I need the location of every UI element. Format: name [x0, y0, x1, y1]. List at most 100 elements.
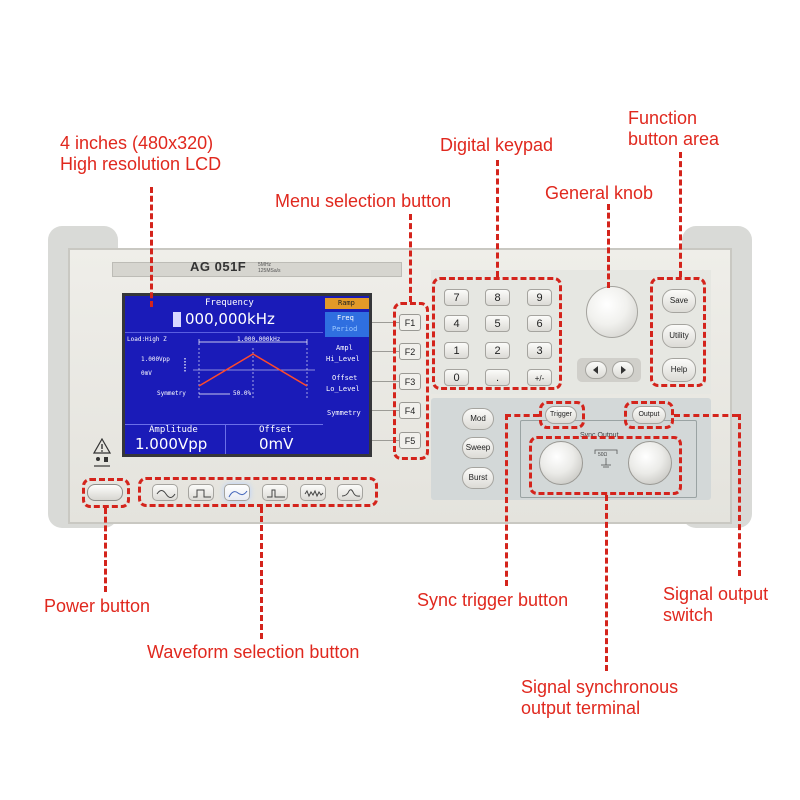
output-terminal[interactable]: [628, 441, 672, 485]
f4-line: [372, 410, 399, 411]
power-button-box: [82, 478, 130, 508]
key-2[interactable]: 2: [485, 342, 510, 359]
lcd-offset-small: 0mV: [141, 370, 152, 377]
keypad-leader: [496, 160, 499, 277]
f2-button[interactable]: F2: [399, 343, 421, 360]
sweep-button[interactable]: Sweep: [462, 437, 494, 459]
key-9[interactable]: 9: [527, 289, 552, 306]
trigger-leader-h: [505, 414, 539, 417]
power-leader: [104, 508, 107, 592]
square-icon: [193, 489, 211, 498]
key-3[interactable]: 3: [527, 342, 552, 359]
key-0[interactable]: 0: [444, 369, 469, 386]
key-6[interactable]: 6: [527, 315, 552, 332]
pulse-icon: [267, 489, 285, 498]
trigger-leader: [505, 414, 508, 586]
model-name: AG 051F: [190, 259, 247, 274]
sync-trigger-label: Sync trigger button: [417, 590, 569, 610]
power-button[interactable]: [87, 484, 123, 501]
sync-terminal[interactable]: [539, 441, 583, 485]
waveform-box: [138, 477, 378, 507]
sync-panel-outline: [520, 420, 697, 498]
model-sub-2: 125MSa/s: [258, 268, 281, 274]
lcd-offset-value: 0mV: [259, 435, 294, 453]
pulse-wave-button[interactable]: [262, 484, 288, 501]
mod-button[interactable]: Mod: [462, 408, 494, 430]
f5-button[interactable]: F5: [399, 432, 421, 449]
key-7[interactable]: 7: [444, 289, 469, 306]
f3-line: [372, 381, 399, 382]
right-arrow-button[interactable]: [612, 361, 634, 379]
lcd-amplitude-value: 1.000Vpp: [135, 435, 208, 453]
model-sub-1: 5MHz: [258, 262, 272, 268]
noise-icon: [304, 489, 324, 498]
lcd-header: Frequency: [205, 298, 254, 308]
sine-wave-button[interactable]: [152, 484, 178, 501]
lcd-divider: [125, 332, 323, 333]
lcd-span: 1.000,000kHz: [237, 336, 281, 343]
output-button[interactable]: Output: [632, 406, 666, 424]
function-area-label-2: button area: [628, 129, 720, 149]
waveform-selection-label: Waveform selection button: [147, 642, 360, 662]
key-8[interactable]: 8: [485, 289, 510, 306]
function-leader: [679, 152, 682, 277]
sync-terminal-label-2: output terminal: [521, 698, 641, 718]
f1-line: [372, 322, 399, 323]
digital-keypad-label: Digital keypad: [440, 135, 554, 155]
lcd-amp-small: 1.000Vpp: [141, 356, 170, 363]
knob-leader: [607, 204, 610, 288]
output-box: [624, 401, 674, 429]
burst-button[interactable]: Burst: [462, 467, 494, 489]
left-arrow-button[interactable]: [585, 361, 607, 379]
f4-button[interactable]: F4: [399, 402, 421, 419]
sync-terminal-label-1: Signal synchronous: [521, 677, 679, 697]
save-button[interactable]: Save: [662, 289, 696, 313]
cursor-block: [173, 312, 181, 327]
arb-wave-button[interactable]: [337, 484, 363, 501]
ramp-wave-button[interactable]: [224, 484, 250, 501]
power-button-label: Power button: [44, 596, 151, 616]
key-5[interactable]: 5: [485, 315, 510, 332]
trigger-button[interactable]: Trigger: [545, 406, 577, 424]
menu-tab-ramp: [325, 298, 369, 309]
lcd-symmetry-value: 50.0%: [233, 390, 252, 397]
menu-period: Period: [332, 325, 358, 333]
trigger-box: [539, 401, 585, 429]
lcd-screen: Frequency 000,000kHz Load:High Z 1.000,0…: [122, 293, 372, 457]
lcd-offset-label: Offset: [259, 425, 292, 435]
key-4[interactable]: 4: [444, 315, 469, 332]
fkeys-box: [393, 302, 429, 460]
menu-offset: Offset: [332, 374, 358, 382]
utility-button[interactable]: Utility: [662, 324, 696, 348]
terminals-box: [529, 436, 682, 495]
signal-output-label-1: Signal output: [663, 584, 769, 604]
lcd-label-1: 4 inches (480x320): [60, 133, 214, 153]
menu-freq-highlight: [325, 312, 369, 337]
ramp-waveform: [184, 339, 315, 398]
output-leader-h: [674, 414, 738, 417]
key-plus-minus[interactable]: +/-: [527, 369, 552, 386]
lcd-load: Load:High Z: [127, 336, 167, 343]
waveform-leader: [260, 507, 263, 639]
square-wave-button[interactable]: [188, 484, 214, 501]
help-button[interactable]: Help: [662, 358, 696, 382]
keypad-box: [432, 277, 562, 390]
terminal-label: Sync Output: [580, 432, 619, 439]
key-dot[interactable]: .: [485, 369, 510, 386]
menu-freq: Freq: [337, 314, 354, 322]
menu-ampl: Ampl: [336, 344, 353, 352]
menu-tab-label: Ramp: [338, 299, 355, 307]
f3-button[interactable]: F3: [399, 373, 421, 390]
key-1[interactable]: 1: [444, 342, 469, 359]
terminal-impedance: 50Ω: [598, 452, 608, 458]
general-knob-label: General knob: [545, 183, 654, 203]
f1-button[interactable]: F1: [399, 314, 421, 331]
lcd-symmetry-label: Symmetry: [157, 390, 186, 397]
menu-symmetry: Symmetry: [327, 409, 361, 417]
signal-output-label-2: switch: [663, 605, 714, 625]
general-knob[interactable]: [586, 286, 638, 338]
ground-icon: [594, 449, 618, 468]
warning-icon: [93, 438, 111, 467]
left-arrow-icon: [593, 366, 598, 374]
noise-wave-button[interactable]: [300, 484, 326, 501]
